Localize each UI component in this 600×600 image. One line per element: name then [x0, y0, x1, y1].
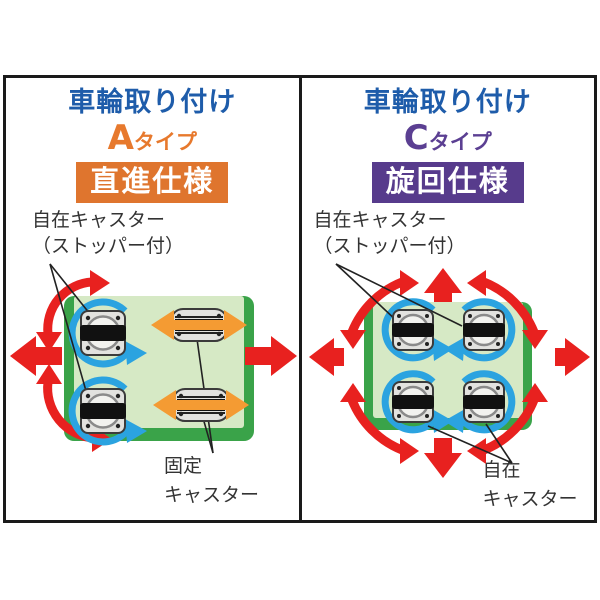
red-curve-arrow-bottom-left-icon — [339, 383, 419, 464]
panel-c-title: 車輪取り付け — [363, 87, 532, 118]
swivel-caster-icon — [80, 388, 126, 434]
red-curve-arrow-bottom-right-icon — [466, 383, 548, 464]
swivel-arrow-top-left-icon — [381, 298, 453, 362]
red-left-arrow-icon — [10, 336, 62, 376]
red-curve-arrow-top-left-icon — [339, 270, 419, 349]
red-curve-arrow-top-right-icon — [466, 270, 548, 349]
swivel-arrow-bottom-right-icon — [443, 370, 515, 434]
red-up-arrow-icon — [423, 268, 462, 302]
panel-container: 車輪取り付け Aタイプ 直進仕様 自在キャスター （ストッパー付） 固定 キャス… — [3, 75, 597, 523]
label-swivel-caster: 自在 キャスター — [482, 459, 578, 510]
swivel-arrow-bottom-left-icon — [68, 376, 147, 446]
leader-lines-swivel-bottom — [427, 423, 513, 464]
type-letter-c: C — [403, 118, 429, 159]
panel-a-type: Aタイプ — [6, 121, 299, 155]
diagram-c-graphic — [308, 263, 590, 478]
swivel-caster-icon — [80, 310, 126, 356]
label-swivel-caster-with-stopper: 自在キャスター （ストッパー付） — [313, 209, 466, 257]
red-curve-arrow-top-left-icon — [36, 270, 110, 352]
swivel-caster-icon — [391, 381, 434, 423]
panel-type-a: 車輪取り付け Aタイプ 直進仕様 自在キャスター （ストッパー付） 固定 キャス… — [6, 78, 302, 520]
label-swivel-caster-with-stopper: 自在キャスター （ストッパー付） — [32, 209, 185, 257]
swivel-caster-icon — [462, 309, 505, 351]
swivel-arrow-bottom-left-icon — [381, 370, 453, 434]
red-left-arrow-icon — [308, 338, 344, 376]
diagram-a-graphic — [10, 263, 297, 454]
red-right-arrow-icon — [245, 336, 297, 376]
panel-type-c: 車輪取り付け Cタイプ 旋回仕様 自在キャスター （ストッパー付） 自在 キャス… — [302, 78, 595, 520]
swivel-caster-icon — [462, 381, 505, 423]
orange-double-arrow-icon — [153, 390, 249, 420]
diagram-c: 自在キャスター （ストッパー付） 自在 キャスター — [302, 206, 595, 524]
swivel-caster-icon — [391, 309, 434, 351]
spec-badge-swivel: 旋回仕様 — [371, 162, 524, 203]
leader-lines-swivel-top — [334, 263, 462, 327]
label-fixed-caster: 固定 キャスター — [164, 455, 260, 506]
orange-double-arrow-icon — [151, 310, 247, 340]
swivel-arrow-top-left-icon — [68, 298, 147, 368]
spec-badge-straight: 直進仕様 — [76, 162, 229, 203]
red-down-arrow-icon — [423, 438, 462, 478]
swivel-arrow-top-right-icon — [443, 298, 515, 362]
panel-a-title: 車輪取り付け — [68, 87, 237, 118]
panel-c-type: Cタイプ — [302, 121, 595, 155]
diagram-a: 自在キャスター （ストッパー付） 固定 キャスター — [6, 206, 299, 524]
type-suffix-c: タイプ — [428, 130, 492, 155]
red-right-arrow-icon — [554, 338, 590, 376]
type-suffix-a: タイプ — [133, 130, 197, 155]
type-letter-a: A — [107, 118, 134, 159]
